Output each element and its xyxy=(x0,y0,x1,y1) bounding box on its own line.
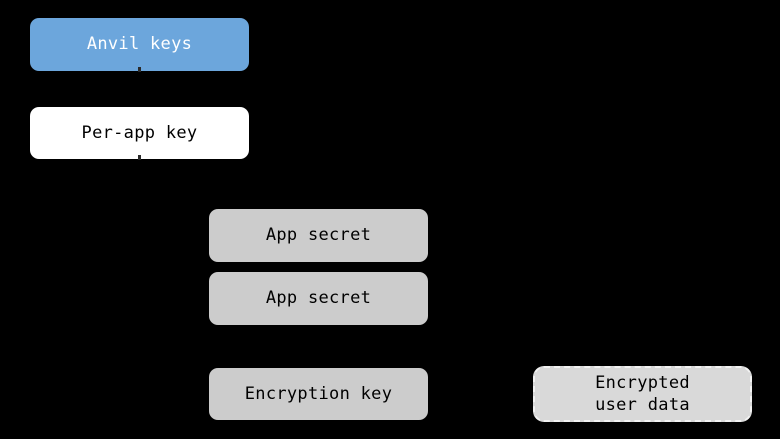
node-app-secret-1[interactable]: App secret xyxy=(209,209,428,262)
node-encryption-key[interactable]: Encryption key xyxy=(209,368,428,420)
node-per-app-key[interactable]: Per-app key xyxy=(30,107,249,159)
node-app-secret-2[interactable]: App secret xyxy=(209,272,428,325)
connector-stub-anvil-keys xyxy=(138,67,141,72)
node-anvil-keys[interactable]: Anvil keys xyxy=(30,18,249,71)
connector-stub-per-app-key xyxy=(138,155,141,160)
node-encrypted-user-data[interactable]: Encrypted user data xyxy=(533,366,752,422)
